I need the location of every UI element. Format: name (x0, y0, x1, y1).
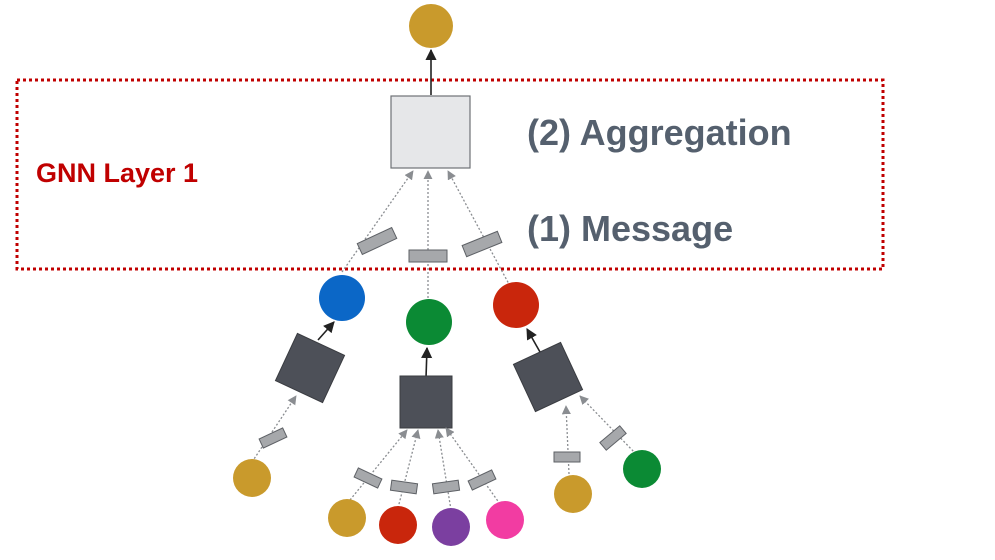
message-box-blue (356, 226, 398, 256)
message-box-green (408, 249, 448, 263)
center-subtree-edge-purple (434, 429, 452, 511)
message-box-left-subtree (258, 427, 288, 449)
left-subtree-edge (251, 395, 297, 463)
green-node (406, 299, 452, 345)
message-box-center-gold (353, 467, 383, 489)
red-node-center (379, 506, 417, 544)
left-aggregator-output-edge (317, 321, 335, 341)
aggregator-box-center (399, 375, 453, 429)
message-step-label: (1) Message (527, 208, 734, 249)
center-subtree-edge-gold (349, 429, 408, 501)
red-node (493, 282, 539, 328)
message-box-center-purple (431, 479, 461, 495)
center-subtree-edge-pink (445, 427, 501, 505)
right-aggregator-output-edge (526, 328, 541, 353)
gold-node-left (233, 459, 271, 497)
message-edge-blue (341, 170, 414, 273)
pink-node-center (486, 501, 524, 539)
aggregator-box-left (274, 332, 346, 404)
center-aggregator-output-edge (421, 346, 433, 379)
aggregator-box-right (512, 341, 584, 413)
message-box-center-pink (467, 469, 497, 491)
message-box-center-red (389, 479, 419, 495)
gold-node-center (328, 499, 366, 537)
output-node (409, 4, 453, 48)
message-box-right-gold (553, 451, 581, 463)
aggregation-step-label: (2) Aggregation (527, 112, 792, 153)
message-box-right-green (599, 425, 627, 451)
blue-node (319, 275, 365, 321)
gold-node-right (554, 475, 592, 513)
aggregation-box (390, 95, 471, 169)
gnn-layer-frame (15, 78, 885, 271)
gnn-layer-label: GNN Layer 1 (36, 158, 199, 188)
right-subtree-edge-gold (561, 405, 571, 475)
message-edge-red (447, 170, 511, 287)
right-subtree-edge-green (579, 395, 637, 455)
message-box-red (461, 230, 503, 258)
center-subtree-edge-red (397, 429, 421, 509)
purple-node-center (432, 508, 470, 546)
green-node-right (623, 450, 661, 488)
